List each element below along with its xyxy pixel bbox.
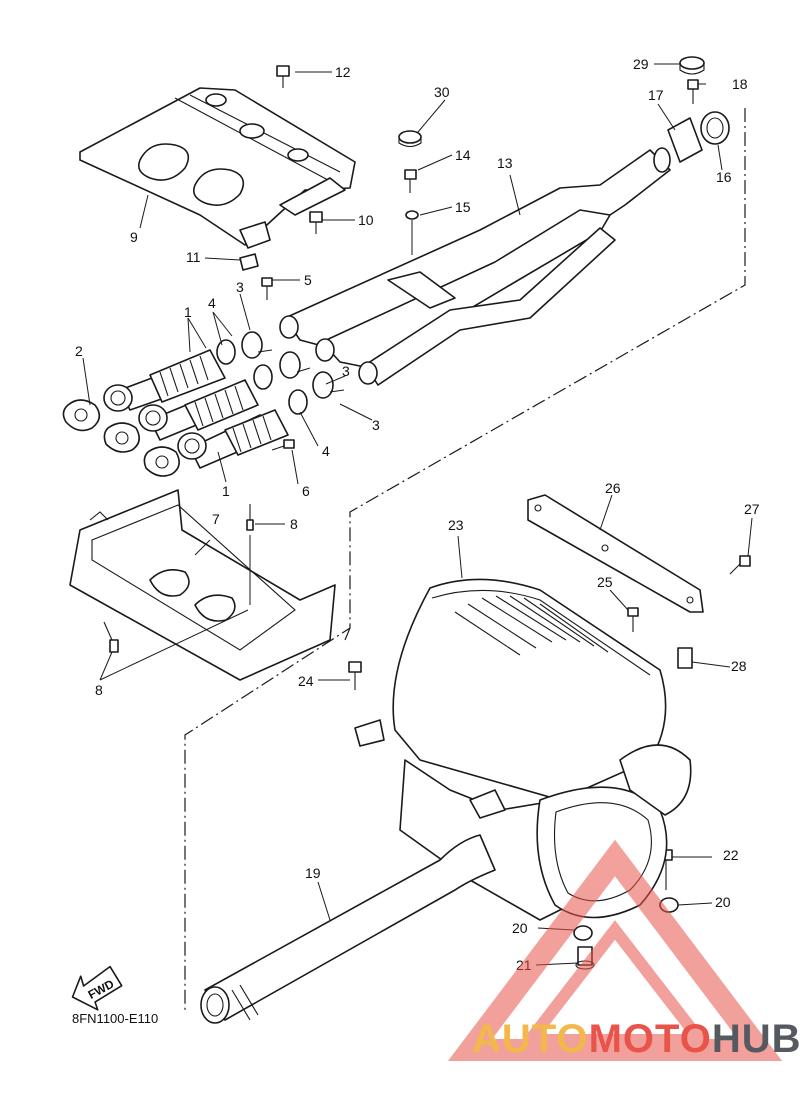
part-number-labels: 1 1 2 3 3 3 4 4 5 6 7 8 8 9 10 11 12 13 … — [75, 56, 760, 973]
watermark-text: AUTOMOTOHUB — [472, 1017, 800, 1061]
label-part-24: 24 — [298, 673, 314, 689]
watermark-part-moto: MOTO — [589, 1017, 712, 1061]
label-part-3c: 3 — [372, 417, 380, 433]
label-part-29: 29 — [633, 56, 649, 72]
label-part-3a: 3 — [236, 279, 244, 295]
header-pipe-top — [103, 349, 226, 412]
label-part-20a: 20 — [715, 894, 731, 910]
label-part-28: 28 — [731, 658, 747, 674]
label-part-1b: 1 — [222, 483, 230, 499]
label-part-9: 9 — [130, 229, 138, 245]
label-part-8b: 8 — [95, 682, 103, 698]
label-part-26: 26 — [605, 480, 621, 496]
watermark-triangle-logo — [447, 839, 783, 1061]
label-part-17: 17 — [648, 87, 664, 103]
label-part-6: 6 — [302, 483, 310, 499]
label-part-11: 11 — [186, 249, 201, 265]
label-part-25: 25 — [597, 574, 613, 590]
upper-heat-shield — [79, 87, 356, 249]
muffler-bracket-bar — [527, 494, 704, 613]
label-part-27: 27 — [744, 501, 760, 517]
lower-heat-shield — [69, 489, 336, 681]
label-part-4a: 4 — [208, 295, 216, 311]
label-part-30: 30 — [434, 84, 450, 100]
exhaust-y-pipe — [279, 147, 671, 386]
leader-lines — [82, 63, 753, 966]
label-part-2: 2 — [75, 343, 83, 359]
header-pipe-bottom — [177, 409, 289, 469]
forward-direction-arrow: FWD — [71, 965, 123, 1011]
label-part-13: 13 — [497, 155, 513, 171]
label-part-10: 10 — [358, 212, 374, 228]
header-pipe-middle — [138, 379, 259, 441]
label-part-5: 5 — [304, 272, 312, 288]
section-frame — [184, 108, 746, 1010]
label-part-7: 7 — [212, 511, 220, 527]
label-part-16: 16 — [716, 169, 732, 185]
label-part-20b: 20 — [512, 920, 528, 936]
label-part-4b: 4 — [322, 443, 330, 459]
label-part-14: 14 — [455, 147, 471, 163]
label-part-12: 12 — [335, 64, 351, 80]
automotohub-watermark: AUTOMOTOHUB — [447, 839, 800, 1061]
drawing-code: 8FN1100-E110 — [72, 1011, 158, 1026]
muffler-assembly — [354, 578, 692, 921]
watermark-part-auto: AUTO — [472, 1017, 589, 1061]
label-part-23: 23 — [448, 517, 464, 533]
label-part-18: 18 — [732, 76, 748, 92]
watermark-part-hub: HUB — [712, 1017, 800, 1061]
label-part-19: 19 — [305, 865, 321, 881]
gasket-set — [62, 399, 180, 477]
label-part-15: 15 — [455, 199, 471, 215]
label-part-1a: 1 — [184, 304, 192, 320]
label-part-22: 22 — [723, 847, 739, 863]
label-part-8a: 8 — [290, 516, 298, 532]
clamps-and-rings — [216, 331, 345, 415]
label-part-3b: 3 — [342, 363, 350, 379]
tail-pipe — [200, 834, 496, 1024]
